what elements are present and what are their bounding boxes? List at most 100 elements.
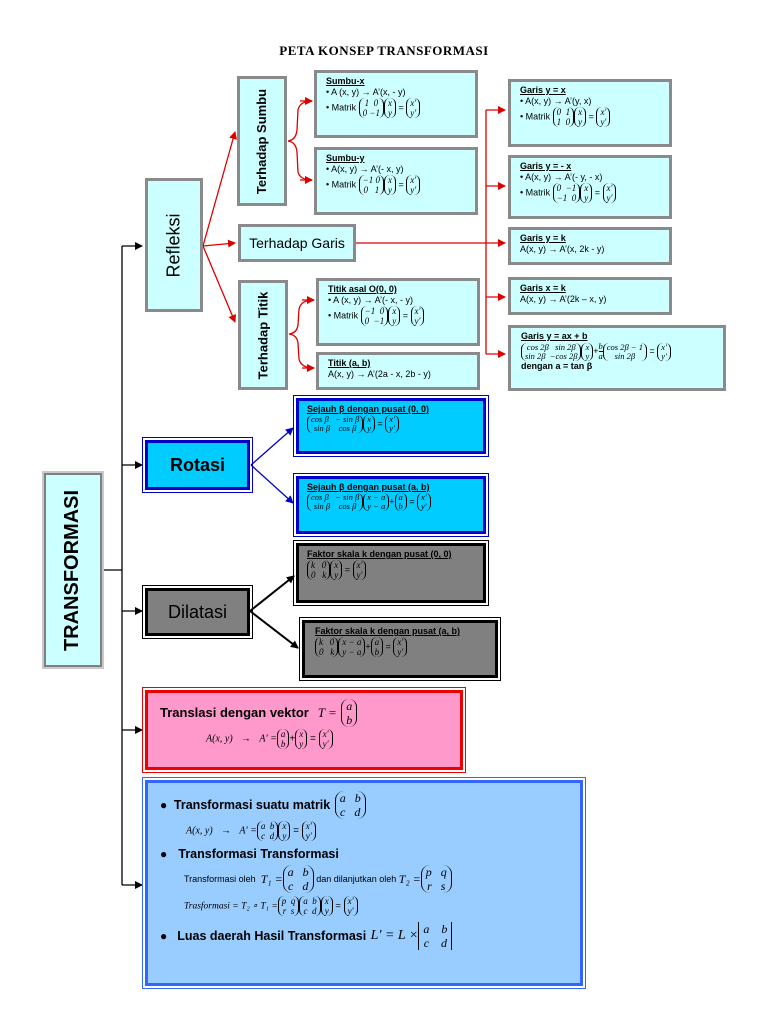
rotasi-pusat-ab-box: Sejauh β dengan pusat (a, b) cos β − sin… (293, 473, 489, 537)
garis-y-minx-matrix: 0 −1−1 0 (552, 183, 581, 203)
root-label: TRANSFORMASI (61, 489, 84, 651)
item2-oleh: Transformasi oleh (184, 874, 256, 884)
item3-label: Luas daerah Hasil Transformasi (177, 929, 367, 943)
garis-x-k-map: A(x, y) → A’(2k – x, y) (520, 294, 607, 304)
sumbu-x-head: Sumbu-x (326, 76, 365, 86)
titik-asal-box: Titik asal O(0, 0) • A (x, y) → A’(- x, … (316, 278, 480, 346)
refleksi-label: Refleksi (163, 212, 184, 278)
garis-y-k-map: A(x, y) → A’(x, 2k - y) (520, 244, 605, 254)
translasi-aprime: A' = (259, 733, 277, 745)
garis-y-k-box: Garis y = k A(x, y) → A’(x, 2k - y) (508, 227, 672, 265)
arrow: → (241, 733, 251, 745)
root-transformasi: TRANSFORMASI (42, 471, 104, 669)
vector-result: x'y' (417, 493, 431, 511)
titik-ab-head: Titik (a, b) (328, 358, 371, 368)
matrik-label: Matrik (331, 102, 357, 113)
vector-result: x'y' (343, 896, 358, 916)
dilatasi-label: Dilatasi (167, 601, 228, 622)
vector-result: x'y' (596, 107, 611, 127)
matrik-label: Matrik (331, 179, 357, 190)
terhadap-sumbu-label: Terhadap Sumbu (254, 88, 270, 194)
dilatasi-pusat-ab-head: Faktor skala k dengan pusat (a, b) (315, 626, 461, 636)
matrik-label: Matrik (525, 187, 551, 198)
vector-result: x'y' (410, 306, 425, 326)
sumbu-x-box: Sumbu-x • A (x, y) → A’(x, - y) • Matrik… (314, 70, 478, 138)
vector-result: x'y' (602, 183, 617, 203)
T1-label: T₁ = (260, 871, 283, 886)
garis-y-minx-box: Garis y = - x • A(x, y) → A’(- y, - x) •… (508, 155, 672, 219)
rotasi-label: Rotasi (169, 454, 225, 475)
vector-result: x'y' (657, 342, 671, 361)
translasi-label: Translasi dengan vektor (160, 705, 309, 721)
vector-result: x'y' (301, 821, 316, 841)
titik-ab-box: Titik (a, b) A(x, y) → A’(2a - x, 2b - y… (316, 352, 480, 390)
translasi-T: T = (317, 705, 337, 721)
item1-label: Transformasi suatu matrik (173, 798, 331, 812)
terhadap-sumbu-node: Terhadap Sumbu (237, 76, 287, 206)
item3-equation: L' = L × (370, 928, 419, 943)
item2-composition: Trasformasi = T₂ ∘ T₁ = (184, 901, 278, 912)
item1-lhs: A(x, y) (186, 825, 213, 837)
garis-x-k-box: Garis x = k A(x, y) → A’(2k – x, y) (508, 277, 672, 315)
arrow: → (221, 825, 231, 837)
garis-y-x-box: Garis y = x • A(x, y) → A’(y, x) • Matri… (508, 79, 672, 147)
refleksi-node: Refleksi (145, 178, 203, 312)
dilatasi-pusat-00-head: Faktor skala k dengan pusat (0, 0) (307, 549, 452, 559)
garis-x-k-head: Garis x = k (520, 283, 566, 293)
garis-y-x-map: A(x, y) → A’(y, x) (525, 96, 592, 106)
vector-result: x'y' (406, 98, 421, 118)
item1-aprime: A' = (239, 825, 257, 837)
rotasi-node: Rotasi (142, 437, 253, 493)
matrik-label: Matrik (525, 111, 551, 122)
matrik-label: Matrik (333, 310, 359, 321)
vector-result: x'y' (352, 560, 367, 580)
vector-result: x'y' (393, 637, 408, 657)
garis-y-x-head: Garis y = x (520, 85, 566, 95)
terhadap-garis-node: Terhadap Garis (238, 224, 356, 262)
rotasi-pusat-ab-head: Sejauh β dengan pusat (a, b) (307, 482, 430, 492)
sumbu-y-head: Sumbu-y (326, 153, 365, 163)
item2-lanjut: dan dilanjutkan oleh (316, 874, 397, 884)
titik-ab-map: A(x, y) → A’(2a - x, 2b - y) (328, 369, 431, 379)
garis-y-minx-head: Garis y = - x (520, 161, 572, 171)
garis-y-axb-head: Garis y = ax + b (521, 331, 588, 341)
vector-result: x'y' (406, 175, 421, 195)
sumbu-x-map: A (x, y) → A’(x, - y) (331, 87, 406, 97)
vector-result: x'y' (318, 729, 333, 749)
terhadap-garis-label: Terhadap Garis (249, 235, 345, 251)
rotasi-pusat-00-head: Sejauh β dengan pusat (0, 0) (307, 404, 430, 414)
terhadap-titik-node: Terhadap Titik (238, 280, 288, 390)
